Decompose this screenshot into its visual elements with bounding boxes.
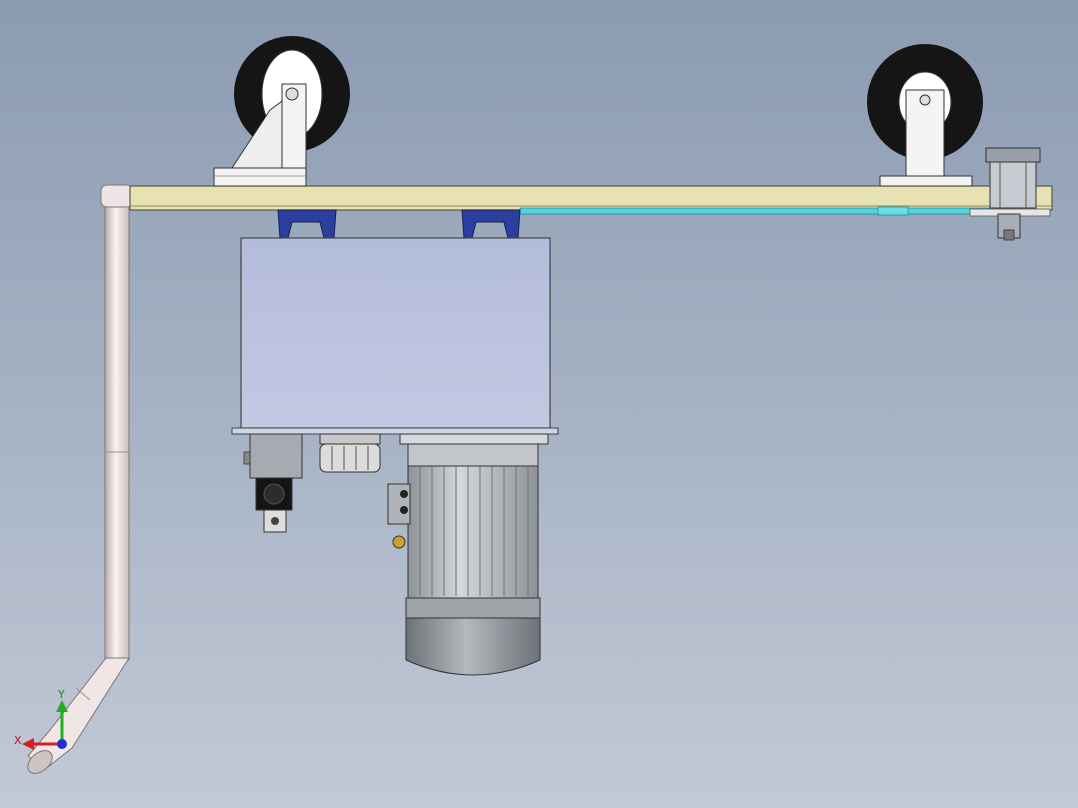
z-axis-origin [57,739,67,749]
caster-wheel-right[interactable] [867,44,983,187]
y-axis-label: Y [57,688,65,701]
coordinate-triad: Y X [14,688,68,750]
x-axis-arrow-head [22,738,34,750]
hydraulic-reservoir[interactable] [231,237,559,435]
mounting-bracket-right[interactable] [461,209,521,239]
drain-pipe[interactable] [23,184,134,778]
y-axis-arrow-head [56,700,68,712]
cooling-line[interactable] [519,206,1051,217]
valve-block[interactable] [985,147,1041,241]
base-plate[interactable] [129,185,1053,211]
solenoid-valve[interactable] [243,433,303,533]
electric-motor[interactable] [387,433,549,676]
caster-wheel-left[interactable] [213,36,350,187]
x-axis-label: X [14,734,22,747]
mounting-bracket-left[interactable] [277,209,337,239]
filter-cap[interactable] [319,433,381,473]
